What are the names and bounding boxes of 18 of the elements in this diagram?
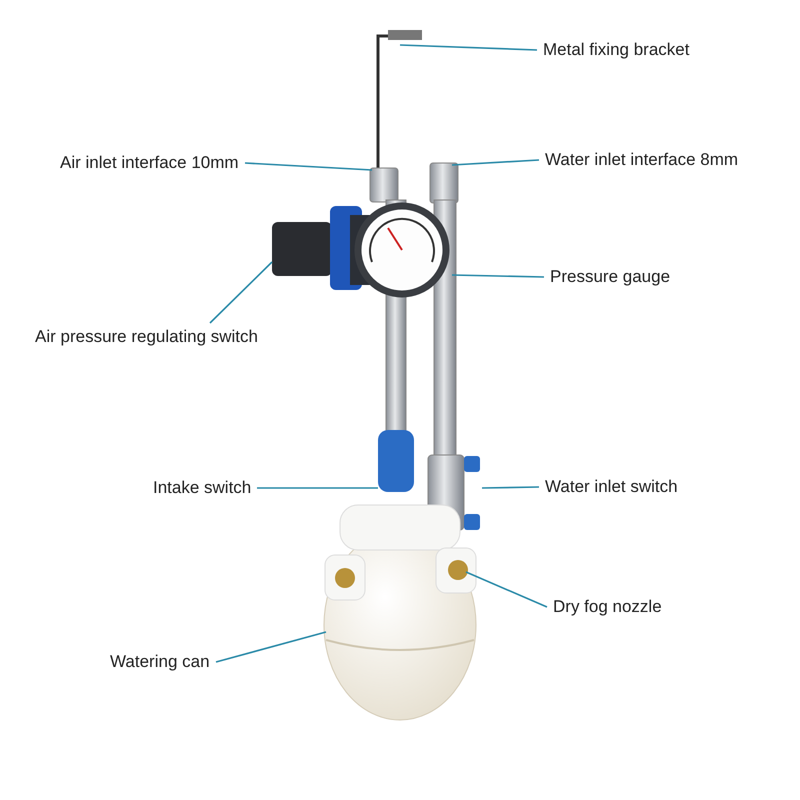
leader-line [244, 162, 372, 171]
leader-line [400, 44, 538, 51]
leader-line [209, 261, 273, 324]
leader-line [482, 486, 540, 489]
part-label: Intake switch [153, 478, 252, 498]
part-label: Water inlet interface 8mm [545, 150, 738, 170]
part-label: Air inlet interface 10mm [60, 153, 239, 173]
part-label: Air pressure regulating switch [35, 327, 258, 347]
part-label: Pressure gauge [550, 267, 670, 287]
leader-line [452, 159, 540, 166]
part-label: Watering can [110, 652, 210, 672]
part-label: Water inlet switch [545, 477, 678, 497]
part-label: Metal fixing bracket [543, 40, 690, 60]
leader-line [452, 274, 544, 278]
leader-line [216, 631, 326, 663]
leader-line [257, 487, 378, 489]
part-label: Dry fog nozzle [553, 597, 662, 617]
leader-line [466, 571, 548, 608]
